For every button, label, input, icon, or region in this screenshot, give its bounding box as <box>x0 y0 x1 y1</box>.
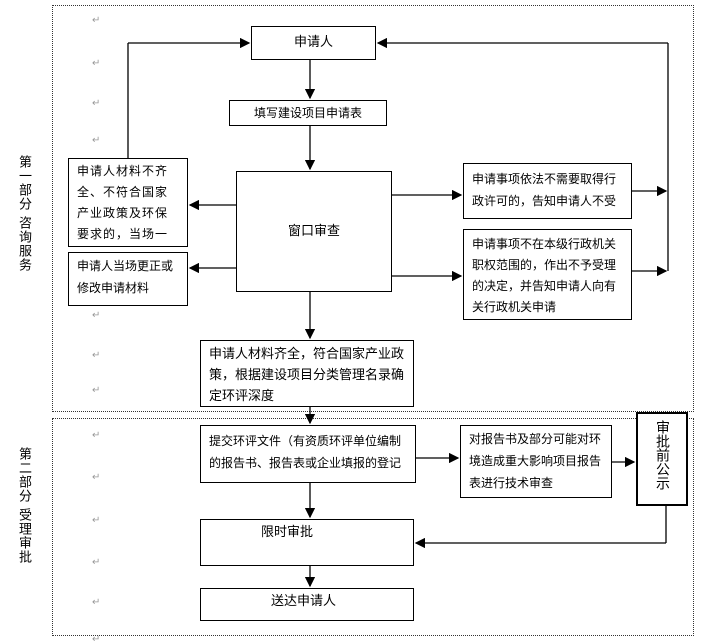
node-deliver: 送达申请人 <box>200 588 414 621</box>
section-consulting <box>52 5 694 412</box>
paragraph-mark: ↵ <box>92 515 101 526</box>
node-fill-form: 填写建设项目申请表 <box>229 100 387 126</box>
paragraph-mark: ↵ <box>92 557 101 568</box>
section-label-consulting: 第一部分 咨询服务 <box>16 155 31 273</box>
publicity-label: 审批前公示 <box>654 420 670 490</box>
paragraph-mark: ↵ <box>92 472 101 483</box>
section-label-approval: 第二部分 受理审批 <box>16 447 31 565</box>
node-submit-eia: 提交环评文件（有资质环评单位编制的报告书、报告表或企业填报的登记 <box>200 425 416 483</box>
node-correct: 申请人当场更正或修改申请材料 <box>68 252 188 306</box>
node-complete: 申请人材料齐全，符合国家产业政策，根据建设项目分类管理名录确定环评深度 <box>200 340 414 407</box>
paragraph-mark: ↵ <box>92 430 101 441</box>
node-applicant: 申请人 <box>251 26 376 60</box>
node-no-permit: 申请事项依法不需要取得行政许可的，告知申请人不受 <box>463 163 632 219</box>
paragraph-mark: ↵ <box>92 310 101 321</box>
section-approval <box>52 418 694 636</box>
paragraph-mark: ↵ <box>92 135 101 146</box>
node-publicity: 审批前公示 <box>636 412 688 506</box>
paragraph-mark: ↵ <box>92 597 101 608</box>
paragraph-mark: ↵ <box>92 385 101 396</box>
node-timed-approval: 限时审批 <box>200 519 414 566</box>
node-incomplete: 申请人材料不齐全、不符合国家产业政策及环保要求的，当场一次性告 <box>68 158 188 247</box>
node-not-in-scope: 申请事项不在本级行政机关职权范围的，作出不予受理的决定，并告知申请人向有关行政机… <box>463 229 632 320</box>
paragraph-mark: ↵ <box>92 98 101 109</box>
paragraph-mark: ↵ <box>92 15 101 26</box>
paragraph-mark: ↵ <box>92 58 101 69</box>
paragraph-mark: ↵ <box>92 350 101 361</box>
node-tech-review: 对报告书及部分可能对环境造成重大影响项目报告表进行技术审查 <box>460 425 612 498</box>
node-window-review: 窗口审查 <box>236 171 392 292</box>
paragraph-mark: ↵ <box>92 634 101 644</box>
